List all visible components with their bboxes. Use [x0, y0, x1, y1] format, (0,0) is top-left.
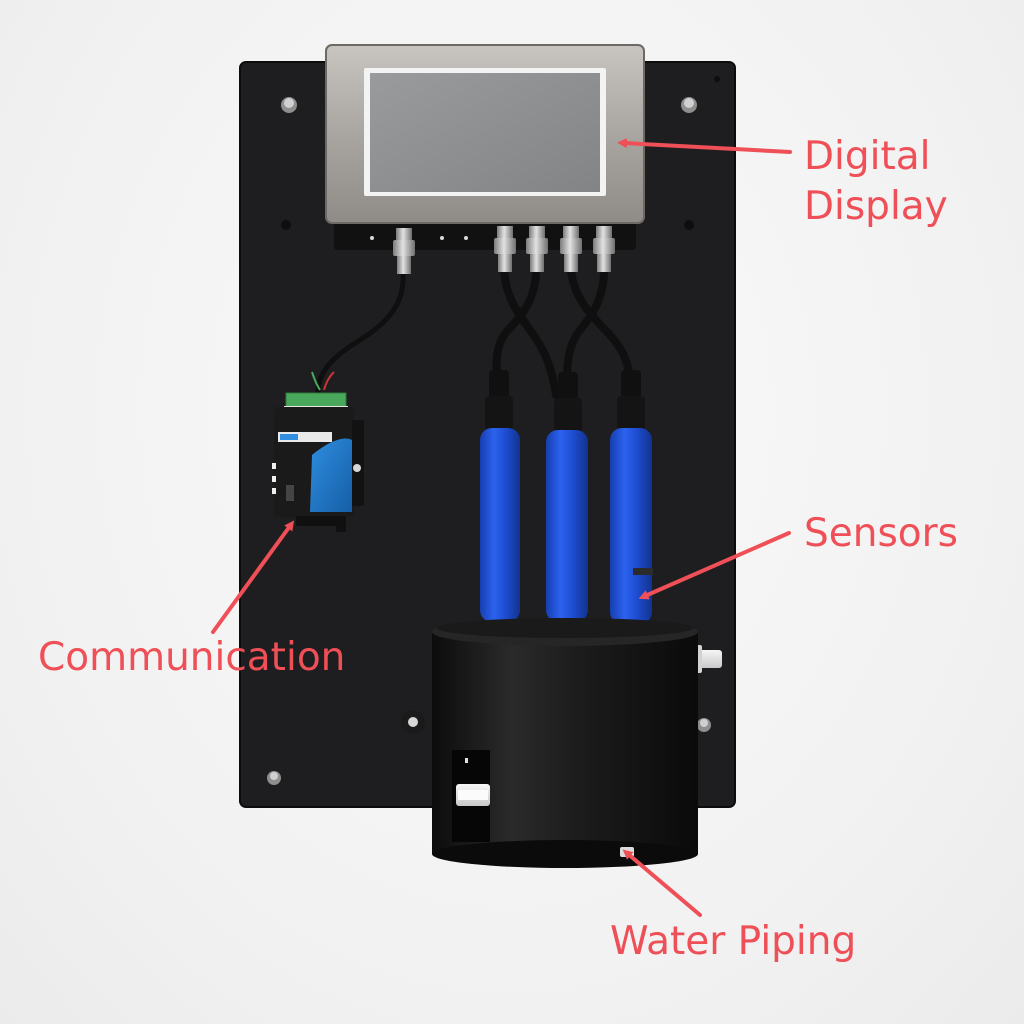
digital-display-label-line1: Digital [804, 134, 931, 179]
sensor-probe-2 [546, 372, 588, 622]
communication-label: Communication [38, 635, 346, 680]
connector-sensor-4 [593, 226, 615, 272]
sensor-probes [480, 370, 653, 624]
arrow-icon [211, 520, 295, 634]
cable-connectors [393, 226, 615, 274]
connector-comm [393, 228, 415, 274]
arrow-icon [638, 531, 791, 600]
digital-display-label: Digital Display [804, 132, 1004, 232]
connector-sensor-2 [526, 226, 548, 272]
sensors-label: Sensors [804, 511, 959, 556]
sensor-probe-1 [480, 370, 520, 622]
annotation-arrows [211, 138, 792, 917]
water-housing [401, 618, 722, 868]
connector-sensor-3 [560, 226, 582, 272]
water-piping-label: Water Piping [610, 919, 857, 964]
connector-sensor-1 [494, 226, 516, 272]
communication-module [272, 371, 364, 532]
digital-display-unit [325, 44, 645, 250]
panel-fasteners [267, 76, 720, 785]
arrow-icon [622, 849, 702, 917]
sensor-probe-3 [610, 370, 653, 624]
arrow-icon [617, 138, 792, 154]
digital-display-label-line2: Display [804, 184, 948, 229]
cables [315, 266, 634, 399]
